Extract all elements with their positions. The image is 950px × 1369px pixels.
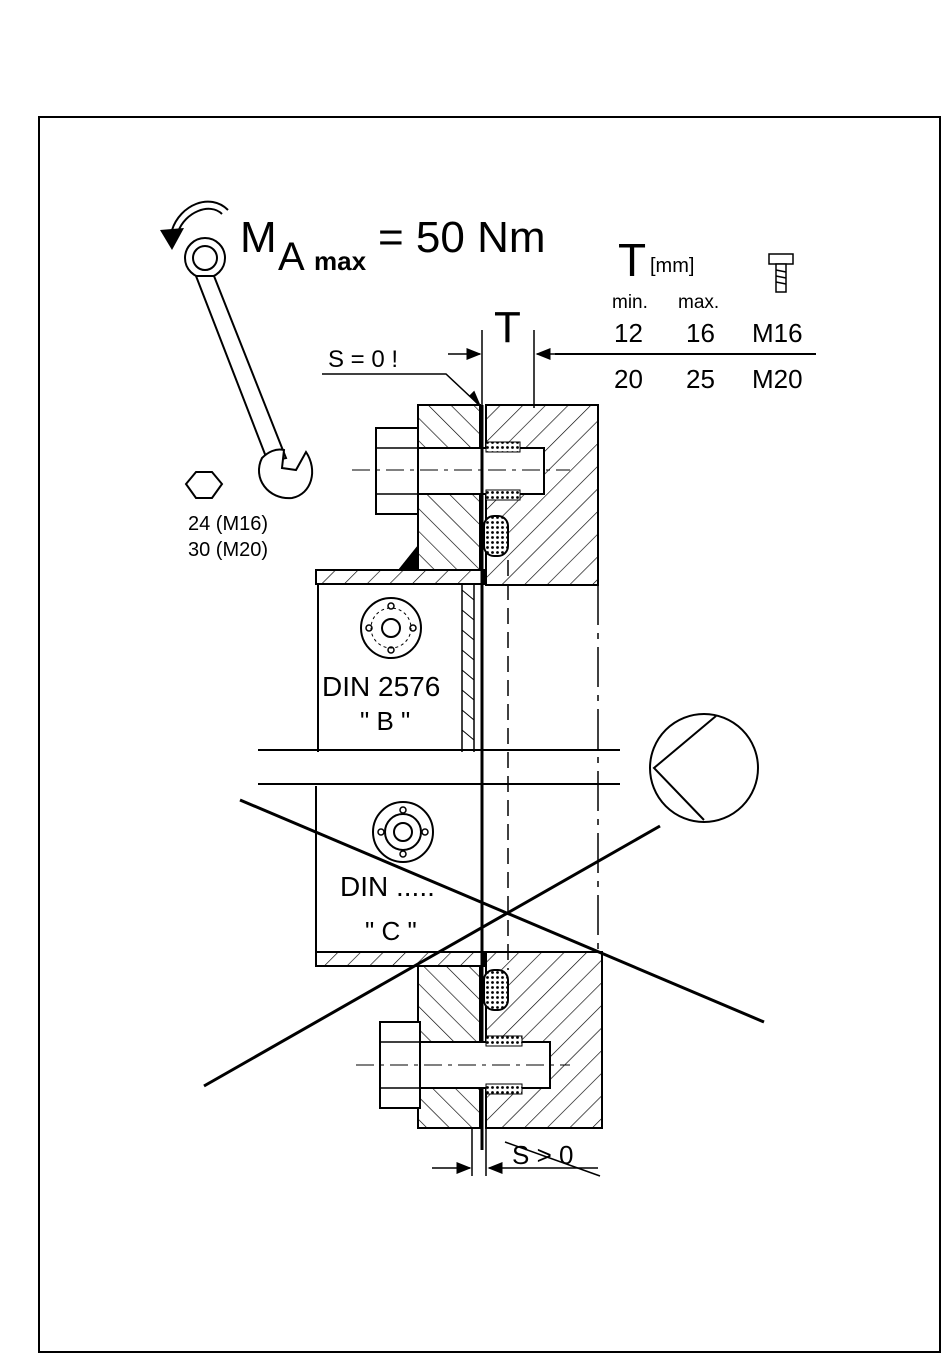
row2-bolt: M20 (752, 364, 803, 394)
flange-section (258, 405, 620, 1176)
dimension-table: T [mm] min. max. 12 16 M16 20 25 M20 (555, 234, 816, 394)
flange-face-c-icon (373, 802, 433, 862)
table-unit: [mm] (650, 255, 694, 277)
din-c-type: " C " (365, 916, 417, 946)
row1-min: 12 (614, 318, 643, 348)
row1-max: 16 (686, 318, 715, 348)
table-title: T (618, 234, 646, 286)
gap-T-label: T (494, 303, 521, 352)
col-min-label: min. (612, 292, 648, 313)
bolt-icon (769, 254, 793, 292)
row2-min: 20 (614, 364, 643, 394)
gap-dimension: T S = 0 ! (322, 303, 555, 408)
wrench-size-m16: 24 (M16) (188, 513, 268, 535)
din-b-title: DIN 2576 (322, 671, 440, 702)
din-b-type: " B " (360, 706, 410, 736)
wrench-size-m20: 30 (M20) (188, 539, 268, 561)
hex-nut-icon (186, 472, 222, 498)
row1-bolt: M16 (752, 318, 803, 348)
torque-value: = 50 Nm (378, 213, 546, 262)
flange-face-b-icon (361, 598, 421, 658)
col-max-label: max. (678, 292, 719, 313)
row2-max: 25 (686, 364, 715, 394)
detail-circle-icon (650, 714, 758, 822)
torque-sub2: max (314, 246, 367, 276)
torque-sub1: A (278, 235, 305, 279)
gap-S0-label: S = 0 ! (328, 346, 398, 373)
torque-prefix: M (240, 213, 277, 262)
torque-heading: M A max = 50 Nm (240, 213, 546, 279)
